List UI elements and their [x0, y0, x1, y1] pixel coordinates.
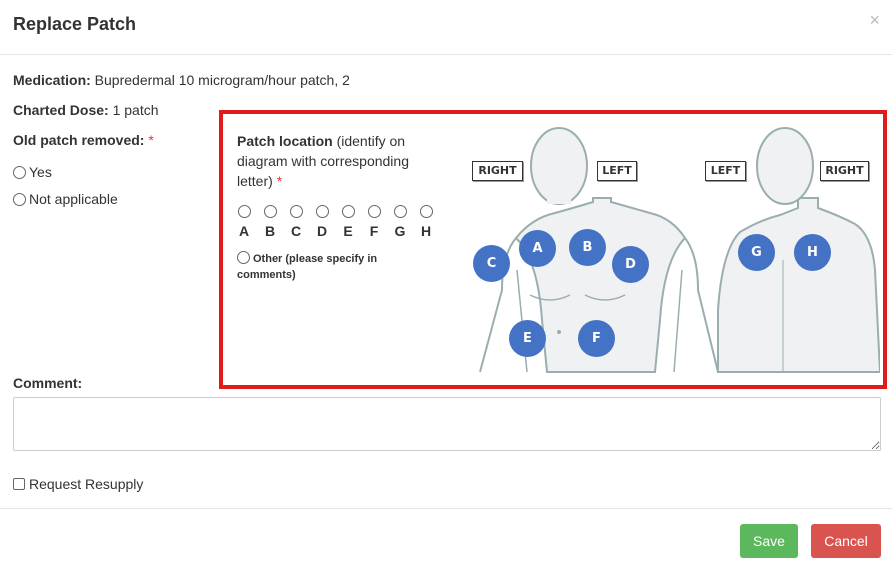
site-e[interactable]: E	[509, 320, 546, 357]
location-letter: A	[238, 223, 250, 239]
radio-icon[interactable]	[367, 205, 381, 218]
request-resupply-label: Request Resupply	[29, 476, 144, 492]
comment-textarea[interactable]	[13, 397, 881, 451]
back-left-label: LEFT	[705, 161, 746, 181]
radio-icon[interactable]	[289, 205, 303, 218]
divider	[0, 54, 892, 55]
site-d[interactable]: D	[612, 246, 649, 283]
request-resupply-checkbox[interactable]: Request Resupply	[13, 476, 143, 492]
patch-location-panel	[219, 110, 887, 389]
patch-location-label: Patch location (identify on diagram with…	[237, 131, 427, 191]
radio-icon[interactable]	[393, 205, 407, 218]
close-icon[interactable]: ×	[869, 10, 880, 30]
old-patch-label: Old patch removed: *	[13, 132, 154, 148]
required-marker: *	[148, 132, 154, 148]
site-c[interactable]: C	[473, 245, 510, 282]
location-radio-g[interactable]: G	[393, 203, 407, 239]
location-radio-e[interactable]: E	[341, 203, 355, 239]
radio-other-label: Other (please specify in comments)	[237, 253, 378, 281]
radio-label: Not applicable	[29, 191, 118, 207]
radio-icon[interactable]	[419, 205, 433, 218]
location-radio-h[interactable]: H	[419, 203, 433, 239]
save-button[interactable]: Save	[740, 524, 798, 558]
radio-icon[interactable]	[315, 205, 329, 218]
site-h[interactable]: H	[794, 234, 831, 271]
location-radio-d[interactable]: D	[315, 203, 329, 239]
site-f[interactable]: F	[578, 320, 615, 357]
dose-label: Charted Dose:	[13, 102, 109, 118]
radio-other[interactable]: Other (please specify in comments)	[237, 251, 397, 283]
radio-not-applicable[interactable]: Not applicable	[13, 191, 118, 207]
back-right-label: RIGHT	[820, 161, 869, 181]
dialog-title: Replace Patch	[13, 14, 137, 34]
dose-row: Charted Dose: 1 patch	[13, 102, 159, 118]
radio-yes[interactable]: Yes	[13, 164, 52, 180]
site-a[interactable]: A	[519, 230, 556, 267]
required-marker: *	[276, 173, 283, 189]
site-b[interactable]: B	[569, 229, 606, 266]
radio-icon[interactable]	[13, 193, 26, 206]
radio-icon[interactable]	[237, 251, 250, 264]
radio-icon[interactable]	[341, 205, 355, 218]
radio-label: Yes	[29, 164, 52, 180]
location-letter: D	[316, 223, 328, 239]
location-radio-c[interactable]: C	[289, 203, 303, 239]
location-letter: E	[343, 223, 353, 239]
radio-icon[interactable]	[237, 205, 251, 218]
location-letter: B	[264, 223, 276, 239]
checkbox-icon[interactable]	[13, 478, 25, 490]
location-letter: C	[290, 223, 302, 239]
old-patch-text: Old patch removed:	[13, 132, 145, 148]
location-radio-a[interactable]: A	[237, 203, 251, 239]
location-letter: G	[394, 223, 406, 239]
radio-icon[interactable]	[263, 205, 277, 218]
dose-value: 1 patch	[112, 102, 159, 118]
front-left-label: LEFT	[597, 161, 637, 181]
location-letter: F	[369, 223, 379, 239]
medication-row: Medication: Bupredermal 10 microgram/hou…	[13, 72, 350, 88]
radio-icon[interactable]	[13, 166, 26, 179]
front-right-label: RIGHT	[472, 161, 523, 181]
comment-label: Comment:	[13, 375, 83, 391]
cancel-button[interactable]: Cancel	[811, 524, 881, 558]
patch-location-hint: (identify on diagram with corresponding …	[237, 133, 409, 189]
site-g[interactable]: G	[738, 234, 775, 271]
divider	[0, 508, 892, 509]
patch-location-title: Patch location	[237, 133, 333, 149]
location-radio-f[interactable]: F	[367, 203, 381, 239]
medication-label: Medication:	[13, 72, 91, 88]
location-radio-b[interactable]: B	[263, 203, 277, 239]
location-letter: H	[420, 223, 432, 239]
medication-value: Bupredermal 10 microgram/hour patch, 2	[94, 72, 350, 88]
